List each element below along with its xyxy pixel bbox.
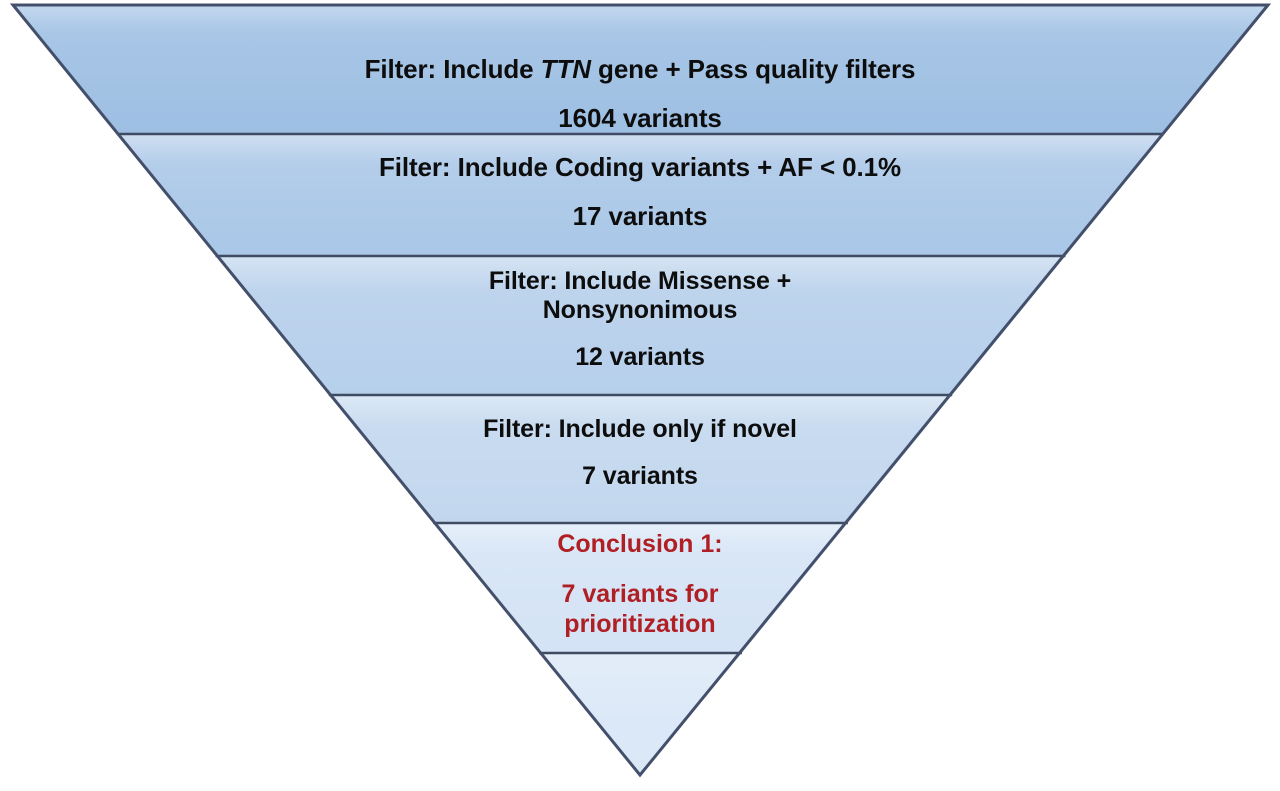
funnel-band-2-fill [117, 134, 1164, 256]
funnel-stage-5-conclusion: Conclusion 1: 7 variants for prioritizat… [0, 529, 1280, 639]
funnel-stage-4-title: Filter: Include only if novel [483, 415, 797, 443]
funnel-stage-3-title: Filter: Include Missense + Nonsynonimous [488, 267, 792, 324]
funnel-stage-1-title: Filter: Include TTN gene + Pass quality … [365, 24, 916, 84]
funnel-stage-4-count: 7 variants [582, 462, 698, 490]
funnel-stage-3: Filter: Include Missense + Nonsynonimous… [0, 267, 1280, 372]
funnel-band-3-fill [215, 256, 1066, 395]
funnel-stage-1: Filter: Include TTN gene + Pass quality … [0, 24, 1280, 133]
funnel-stage-4: Filter: Include only if novel 7 variants [0, 415, 1280, 491]
funnel-band-6-fill [539, 653, 742, 775]
funnel-band-5-fill [433, 523, 848, 653]
funnel-band-4-fill [328, 395, 953, 523]
funnel-band-1-fill [13, 5, 1268, 134]
funnel-stage-1-count: 1604 variants [558, 103, 722, 134]
funnel-stage-2-title: Filter: Include Coding variants + AF < 0… [378, 152, 902, 182]
funnel-dividers [117, 132, 1164, 655]
conclusion-heading: Conclusion 1: [557, 530, 723, 558]
funnel-stage-2: Filter: Include Coding variants + AF < 0… [0, 152, 1280, 231]
conclusion-body: 7 variants for prioritization [561, 580, 719, 638]
gene-symbol-ttn: TTN [540, 54, 591, 85]
funnel-stage-2-count: 17 variants [572, 201, 708, 232]
funnel-stage-1-title-prefix: Filter: Include [364, 54, 541, 85]
funnel-stage-3-count: 12 variants [575, 343, 705, 371]
funnel-outline [9, 3, 1272, 778]
funnel-stage-1-title-suffix: gene + Pass quality filters [590, 54, 916, 85]
funnel-bands [13, 5, 1268, 775]
